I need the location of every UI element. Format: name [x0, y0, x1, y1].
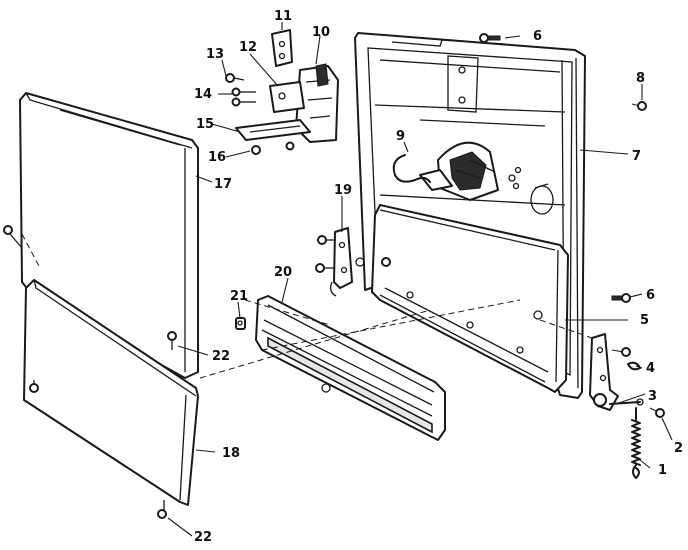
callout-5: 5	[640, 313, 649, 328]
leader-lines	[167, 22, 673, 537]
callout-22-upper: 22	[212, 349, 230, 364]
hinge-assembly	[589, 333, 644, 411]
callout-3: 3	[648, 389, 657, 404]
callout-16: 16	[208, 150, 226, 165]
callout-11: 11	[274, 9, 292, 24]
lower-door-panel	[355, 204, 569, 393]
alignment-lines	[21, 233, 593, 379]
callout-17: 17	[214, 177, 232, 192]
side-bracket	[330, 227, 353, 297]
callout-10: 10	[312, 25, 330, 40]
callout-9: 9	[396, 129, 405, 144]
callout-6-upper: 6	[533, 29, 542, 44]
door-spring	[631, 407, 641, 479]
callout-1: 1	[658, 463, 667, 478]
latch-assembly	[235, 29, 339, 143]
callout-15: 15	[196, 117, 214, 132]
callout-22-lower: 22	[194, 530, 212, 545]
detergent-dispenser	[392, 141, 499, 201]
callout-20: 20	[274, 265, 292, 280]
callout-4: 4	[646, 361, 655, 376]
callout-12: 12	[239, 40, 257, 55]
callout-19: 19	[334, 183, 352, 198]
callout-13: 13	[206, 47, 224, 62]
callout-8: 8	[636, 71, 645, 86]
screws	[3, 33, 665, 519]
access-panel	[23, 279, 199, 506]
console-trim	[255, 295, 446, 441]
callout-21: 21	[230, 289, 248, 304]
callout-6-lower: 6	[646, 288, 655, 303]
callout-14: 14	[194, 87, 212, 102]
callout-labels: 1 2 3 4 5 6 6 7 8 9 10 11 12 13 14 15 16…	[194, 9, 683, 545]
callout-7: 7	[632, 149, 641, 164]
callout-18: 18	[222, 446, 240, 461]
callout-2: 2	[674, 441, 683, 456]
